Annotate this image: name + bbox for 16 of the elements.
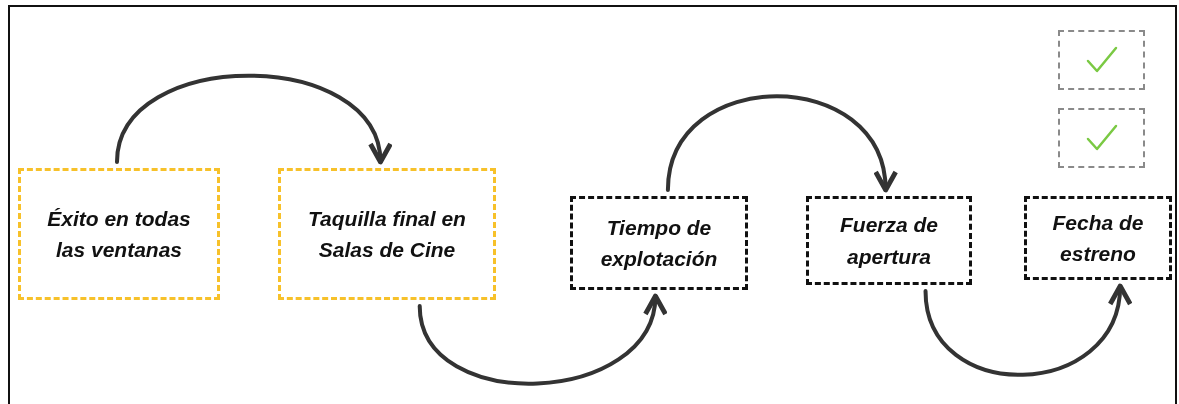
node-label: Fecha de estreno	[1051, 209, 1145, 267]
checkbox	[1058, 30, 1145, 90]
curved-arrow	[665, 94, 896, 193]
curved-arrow	[115, 73, 390, 165]
process-box	[570, 196, 748, 290]
process-box	[278, 168, 496, 300]
node-label: Taquilla final en Salas de Cine	[307, 205, 467, 263]
node-label: Tiempo de explotación	[599, 214, 719, 272]
node-label: Fuerza de apertura	[839, 212, 939, 270]
process-box	[1024, 196, 1172, 280]
checkbox	[1058, 108, 1145, 168]
curved-arrow	[417, 293, 665, 386]
curved-arrow	[923, 283, 1130, 377]
process-box	[18, 168, 220, 300]
process-box	[806, 196, 972, 285]
node-label: Éxito en todas las ventanas	[46, 205, 192, 263]
